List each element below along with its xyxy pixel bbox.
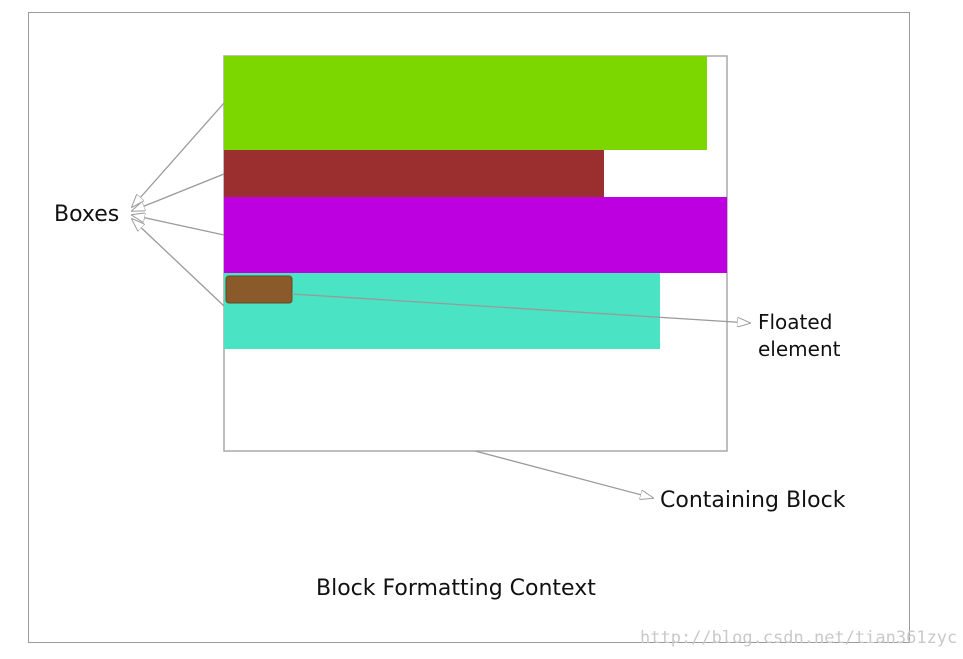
- red-box: [224, 150, 604, 197]
- floated-element-box: [225, 275, 293, 304]
- diagram-caption: Block Formatting Context: [316, 576, 596, 601]
- arrow-green-to-boxes: [132, 102, 225, 207]
- arrow-containing-block: [474, 450, 653, 498]
- containing-block-label: Containing Block: [660, 488, 846, 513]
- arrow-floated-element: [291, 293, 750, 323]
- arrow-teal-to-boxes: [132, 219, 225, 307]
- floated-element-label-line2: element: [758, 337, 841, 361]
- arrow-red-to-boxes: [132, 173, 225, 211]
- boxes-label: Boxes: [54, 202, 120, 227]
- watermark: http://blog.csdn.net/tian361zyc: [640, 628, 958, 648]
- floated-element-label-line1: Floated: [758, 310, 833, 334]
- teal-box: [224, 273, 660, 349]
- arrow-purple-to-boxes: [132, 215, 225, 236]
- purple-box: [224, 197, 727, 273]
- green-box: [224, 56, 707, 150]
